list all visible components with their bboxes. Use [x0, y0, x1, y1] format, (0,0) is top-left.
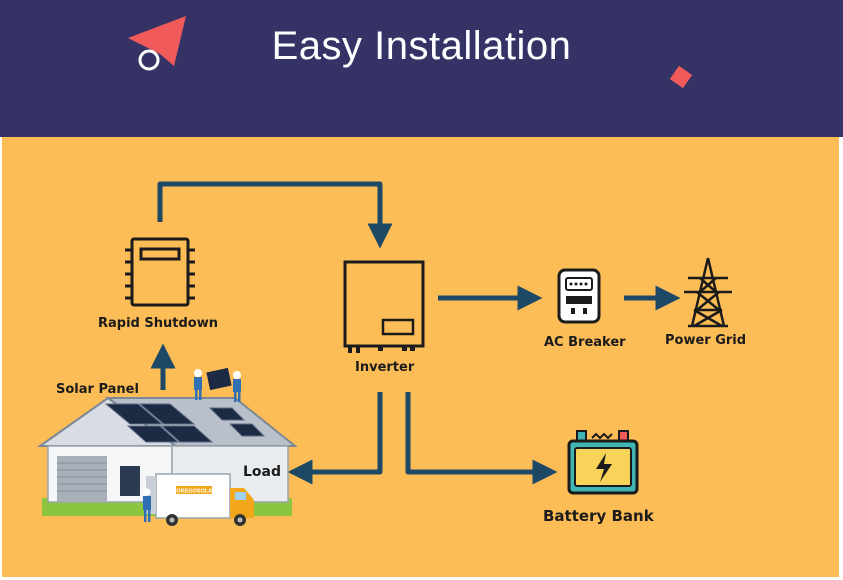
- diamond-decor-icon: [669, 65, 693, 89]
- connectors: [150, 181, 681, 485]
- inverter-label: Inverter: [355, 360, 415, 375]
- power-grid-label: Power Grid: [665, 333, 747, 348]
- rapid-shutdown-label: Rapid Shutdown: [98, 316, 218, 331]
- solar-panel-label: Solar Panel: [56, 382, 139, 397]
- truck-brand-label: MOREGOSOLAR: [172, 489, 216, 495]
- load-label: Load: [243, 464, 282, 480]
- arrow-shutdown-to-inverter: [157, 181, 393, 249]
- solar-panels-icon: [104, 403, 266, 443]
- rapid-shutdown-icon: [125, 237, 195, 307]
- arrow-inverter-to-load: [287, 392, 383, 485]
- power-tower-icon: [684, 257, 732, 328]
- header-banner: [0, 0, 843, 137]
- battery-bank-label: Battery Bank: [543, 507, 654, 525]
- ac-breaker-label: AC Breaker: [544, 335, 626, 350]
- paper-plane-icon: [128, 16, 186, 71]
- inverter-icon: [343, 260, 425, 353]
- house-illustration: MOREGOSOLAR: [36, 367, 298, 526]
- workers-icon: [194, 367, 241, 402]
- arrow-inverter-to-battery: [405, 392, 558, 485]
- page-title: Easy Installation: [271, 24, 572, 68]
- ac-breaker-icon: [557, 268, 601, 324]
- delivery-truck-icon: MOREGOSOLAR: [143, 473, 254, 526]
- battery-icon: [567, 430, 639, 495]
